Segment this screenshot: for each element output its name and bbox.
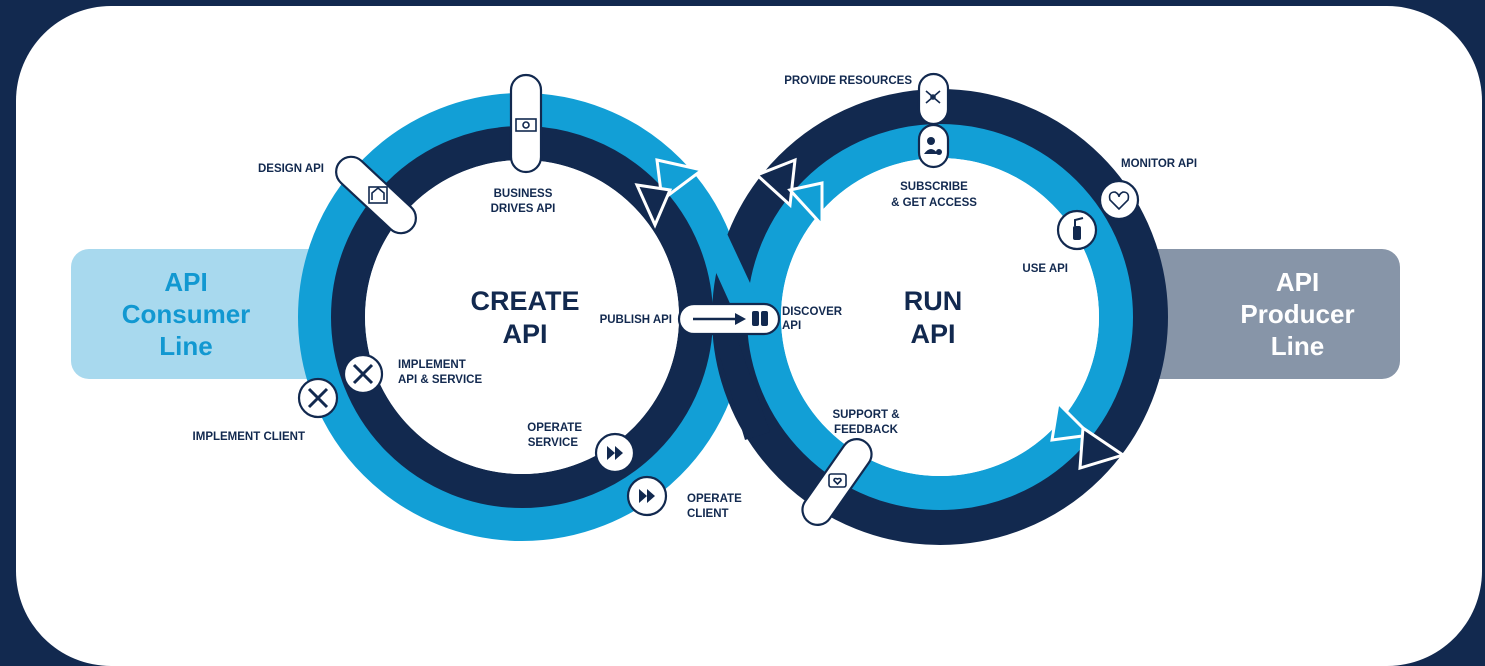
implement-client-pill [297,377,339,419]
label-subscribe-line1: SUBSCRIBE [900,181,968,193]
publish-discover-pill [677,302,781,336]
business-drives-api-pill [509,73,543,174]
producer-line-3: Line [1270,331,1325,361]
run-title-line1: RUN [904,286,963,316]
label-support-line2: FEEDBACK [834,424,899,436]
label-operate-client-line1: OPERATE [687,493,742,505]
producer-line-1: API [1275,267,1320,297]
label-subscribe-line2: & GET ACCESS [891,197,977,209]
label-discover-line2: API [782,320,801,332]
label-monitor-api: MONITOR API [1121,158,1197,170]
label-use-api: USE API [1022,263,1068,275]
fast-forward-icon [639,489,655,503]
run-title-line2: API [910,319,955,349]
label-business-line1: BUSINESS [494,188,553,200]
run-arrow-dark-bottom [1078,425,1127,471]
label-publish-api: PUBLISH API [600,314,672,326]
create-title-line1: CREATE [470,286,579,316]
label-operate-service-line2: SERVICE [528,437,579,449]
tools-icon [307,387,329,409]
label-provide-resources: PROVIDE RESOURCES [784,75,912,87]
blueprint-house-icon [368,186,388,204]
use-api-pill [1056,209,1098,251]
api-lifecycle-diagram: CREATE API RUN API [193,72,1197,545]
label-implement-line2: API & SERVICE [398,374,482,386]
crossing-band-light [690,210,772,330]
provide-resources-pill [917,72,950,126]
run-arrow-light-bottom [1050,399,1094,442]
operate-service-pill [594,432,636,474]
producer-line-2: Producer [1240,299,1355,329]
consumer-line-2: Consumer [121,299,251,329]
binoculars-icon [752,311,768,326]
label-discover-line1: DISCOVER [782,306,843,318]
monitor-api-pill [1098,179,1140,221]
operate-client-pill [626,475,668,517]
money-icon [515,118,537,132]
label-design-api: DESIGN API [258,163,324,175]
network-icon [925,90,941,104]
label-support-line1: SUPPORT & [832,409,899,421]
label-business-line2: DRIVES API [491,203,556,215]
create-title-line2: API [502,319,547,349]
arrow-right-icon [693,313,746,325]
implement-api-service-pill [342,353,384,395]
label-operate-service-line1: OPERATE [527,422,582,434]
api-producer-line-box: API Producer Line [1130,249,1400,379]
subscribe-get-access-pill [917,123,950,169]
run-arrow-light [787,181,824,229]
consumer-line-3: Line [159,331,213,361]
design-api-pill [335,155,417,235]
consumer-line-1: API [164,267,208,297]
heart-pulse-icon [1108,191,1130,211]
crossing-band-dark [712,318,770,440]
label-implement-line1: IMPLEMENT [398,359,466,371]
run-arrow-dark [754,157,797,209]
label-implement-client: IMPLEMENT CLIENT [193,431,305,443]
create-center [365,160,679,474]
support-feedback-pill [801,438,873,526]
create-arrow-dark [634,183,673,229]
user-add-icon [924,137,942,155]
fast-forward-icon [607,446,623,460]
run-center [781,158,1099,476]
tools-icon [352,363,374,385]
label-operate-client-line2: CLIENT [687,508,729,520]
heart-message-icon [828,473,847,488]
fire-extinguisher-icon [1073,217,1084,240]
